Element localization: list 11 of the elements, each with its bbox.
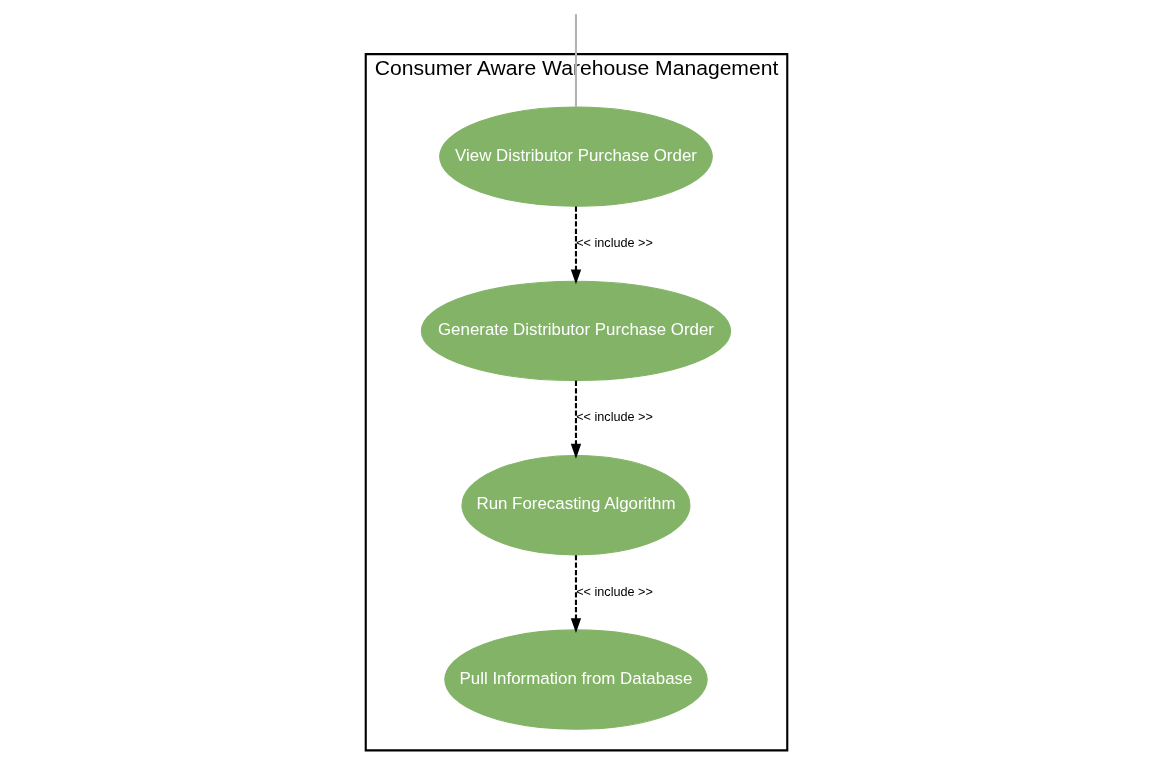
node-ellipse: View Distributor Purchase Order <box>439 105 713 207</box>
node-ellipse: Generate Distributor Purchase Order <box>420 280 732 381</box>
edge-label: << include >> <box>576 409 653 424</box>
node-ellipse: Pull Information from Database <box>444 628 708 730</box>
arrow <box>570 380 582 459</box>
edge-label: << include >> <box>576 235 653 250</box>
connector <box>574 13 578 107</box>
edge-label: << include >> <box>576 584 653 599</box>
node-ellipse: Run Forecasting Algorithm <box>461 454 691 555</box>
arrow <box>570 554 582 633</box>
arrow <box>570 206 582 284</box>
